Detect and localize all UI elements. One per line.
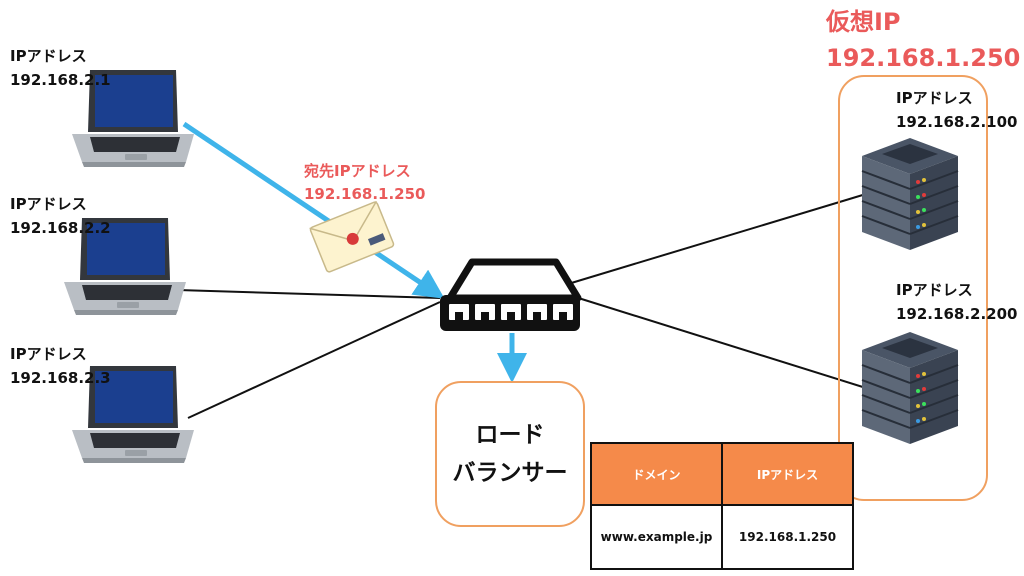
destination-ip-title: 宛先IPアドレス	[304, 162, 411, 180]
virtual-ip-label: 仮想IP 192.168.1.250	[826, 4, 1020, 76]
dns-table: ドメイン IPアドレス www.example.jp 192.168.1.250	[590, 442, 854, 570]
load-balancer-box: ロード バランサー	[435, 381, 585, 527]
client-3-ip-address: 192.168.2.3	[10, 369, 111, 387]
client-3-ip-title: IPアドレス	[10, 345, 87, 363]
load-balancer-label-line2: バランサー	[452, 460, 568, 486]
link-client3-switch	[187, 301, 441, 419]
network-switch-icon	[440, 258, 582, 331]
client-1-label: IPアドレス 192.168.2.1	[10, 44, 111, 92]
destination-ip-address: 192.168.1.250	[304, 185, 426, 203]
envelope-icon	[309, 200, 395, 273]
dns-header-ip: IPアドレス	[721, 442, 854, 506]
virtual-ip-address: 192.168.1.250	[826, 44, 1021, 72]
arrow-client1-switch	[182, 121, 445, 299]
virtual-ip-group	[838, 75, 988, 501]
link-client2-switch	[177, 289, 441, 299]
server-2-ip-title: IPアドレス	[896, 281, 973, 299]
server-1-ip-address: 192.168.2.100	[896, 113, 1018, 131]
dns-cell-ip: 192.168.1.250	[721, 504, 854, 570]
server-2-label: IPアドレス 192.168.2.200	[896, 278, 1017, 326]
client-2-label: IPアドレス 192.168.2.2	[10, 192, 111, 240]
client-1-ip-title: IPアドレス	[10, 47, 87, 65]
virtual-ip-title: 仮想IP	[826, 8, 901, 36]
link-switch-server1	[567, 193, 867, 285]
server-1-label: IPアドレス 192.168.2.100	[896, 86, 1017, 134]
destination-label: 宛先IPアドレス 192.168.1.250	[304, 160, 425, 206]
dns-cell-domain: www.example.jp	[590, 504, 723, 570]
client-2-ip-title: IPアドレス	[10, 195, 87, 213]
server-2-ip-address: 192.168.2.200	[896, 305, 1018, 323]
client-1-ip-address: 192.168.2.1	[10, 71, 111, 89]
dns-header-domain: ドメイン	[590, 442, 723, 506]
dns-table-header-row: ドメイン IPアドレス	[590, 442, 854, 506]
client-2-ip-address: 192.168.2.2	[10, 219, 111, 237]
load-balancer-label-line1: ロード	[475, 422, 545, 448]
server-1-ip-title: IPアドレス	[896, 89, 973, 107]
dns-table-row: www.example.jp 192.168.1.250	[590, 504, 854, 570]
client-3-label: IPアドレス 192.168.2.3	[10, 342, 111, 390]
link-switch-server2	[571, 295, 867, 389]
